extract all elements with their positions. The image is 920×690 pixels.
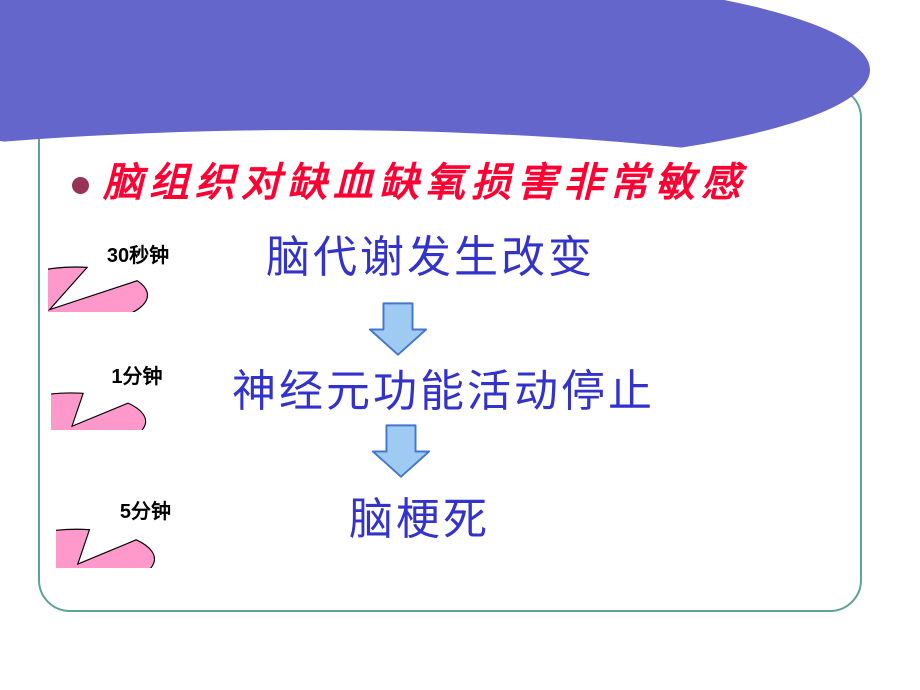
circle-bullet-icon bbox=[72, 176, 89, 194]
callout-label: 1分钟 bbox=[111, 366, 163, 389]
slide-title: 脑组织对缺血缺氧损害非常敏感 bbox=[103, 161, 747, 205]
title-row: 脑组织对缺血缺氧损害非常敏感 bbox=[72, 162, 747, 204]
time-callout-5min: 5分钟 bbox=[56, 478, 235, 568]
callout-balloon-shape bbox=[51, 392, 147, 430]
stage-text-2: 神经元功能活动停止 bbox=[232, 367, 655, 416]
callout-label: 5分钟 bbox=[119, 501, 172, 524]
time-callout-30s: 30秒钟 bbox=[48, 222, 228, 312]
stage-text-3: 脑梗死 bbox=[349, 495, 490, 544]
stage-text-1: 脑代谢发生改变 bbox=[266, 233, 595, 282]
content-frame bbox=[38, 86, 862, 612]
time-callout-1min: 1分钟 bbox=[51, 344, 223, 430]
down-arrow-icon bbox=[371, 424, 431, 478]
callout-balloon-shape bbox=[56, 528, 155, 568]
callout-label: 30秒钟 bbox=[106, 245, 170, 268]
down-arrow-icon bbox=[368, 302, 428, 356]
callout-balloon-shape bbox=[48, 266, 149, 312]
header-ellipse bbox=[0, 0, 870, 170]
